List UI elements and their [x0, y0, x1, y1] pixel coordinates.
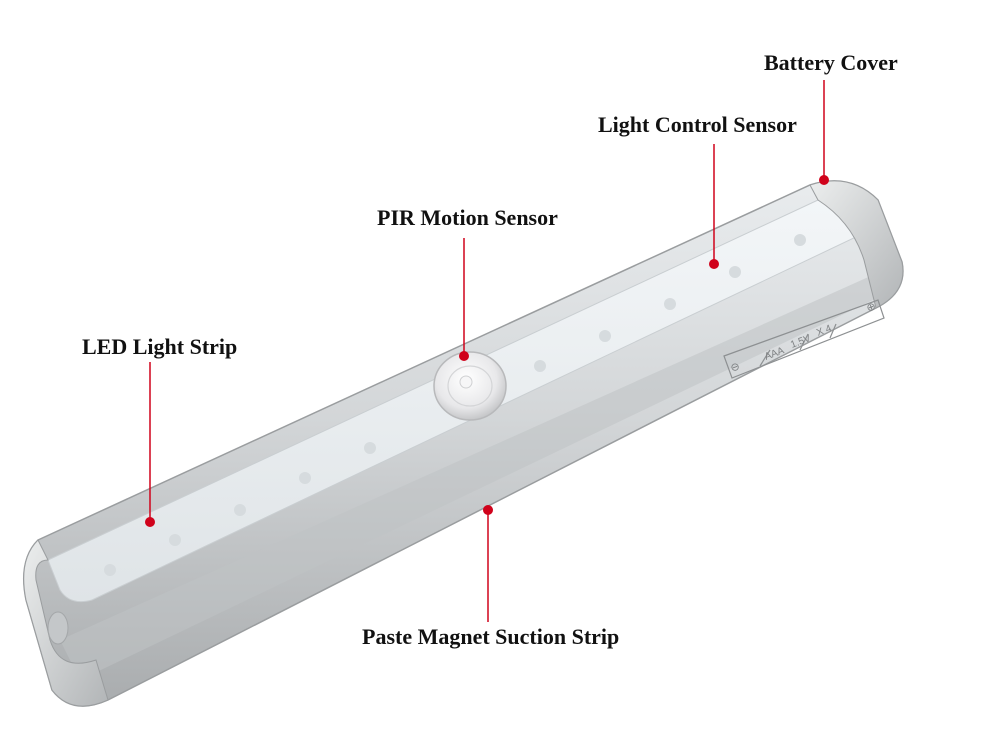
callout-dots	[145, 175, 829, 527]
label-light-control-sensor: Light Control Sensor	[598, 112, 797, 137]
red-dot-icon	[459, 351, 469, 361]
label-battery-cover: Battery Cover	[764, 50, 898, 75]
count-marking: X 4	[815, 323, 833, 339]
red-dot-icon	[709, 259, 719, 269]
pir-lens-icon	[433, 351, 507, 421]
red-dot-icon	[819, 175, 829, 185]
callout-lines	[149, 80, 825, 622]
battery-cover	[809, 180, 904, 309]
minus-marking: ⊖	[729, 360, 742, 375]
red-dot-icon	[145, 517, 155, 527]
battery-marking	[723, 299, 885, 379]
plus-marking: ⊕	[865, 300, 878, 315]
label-paste-magnet-suction-strip: Paste Magnet Suction Strip	[362, 624, 620, 649]
red-dot-icon	[483, 505, 493, 515]
led-dots	[104, 234, 806, 576]
label-led-light-strip: LED Light Strip	[82, 334, 238, 359]
left-end-cap	[23, 539, 109, 707]
label-pir-motion-sensor: PIR Motion Sensor	[377, 205, 558, 230]
